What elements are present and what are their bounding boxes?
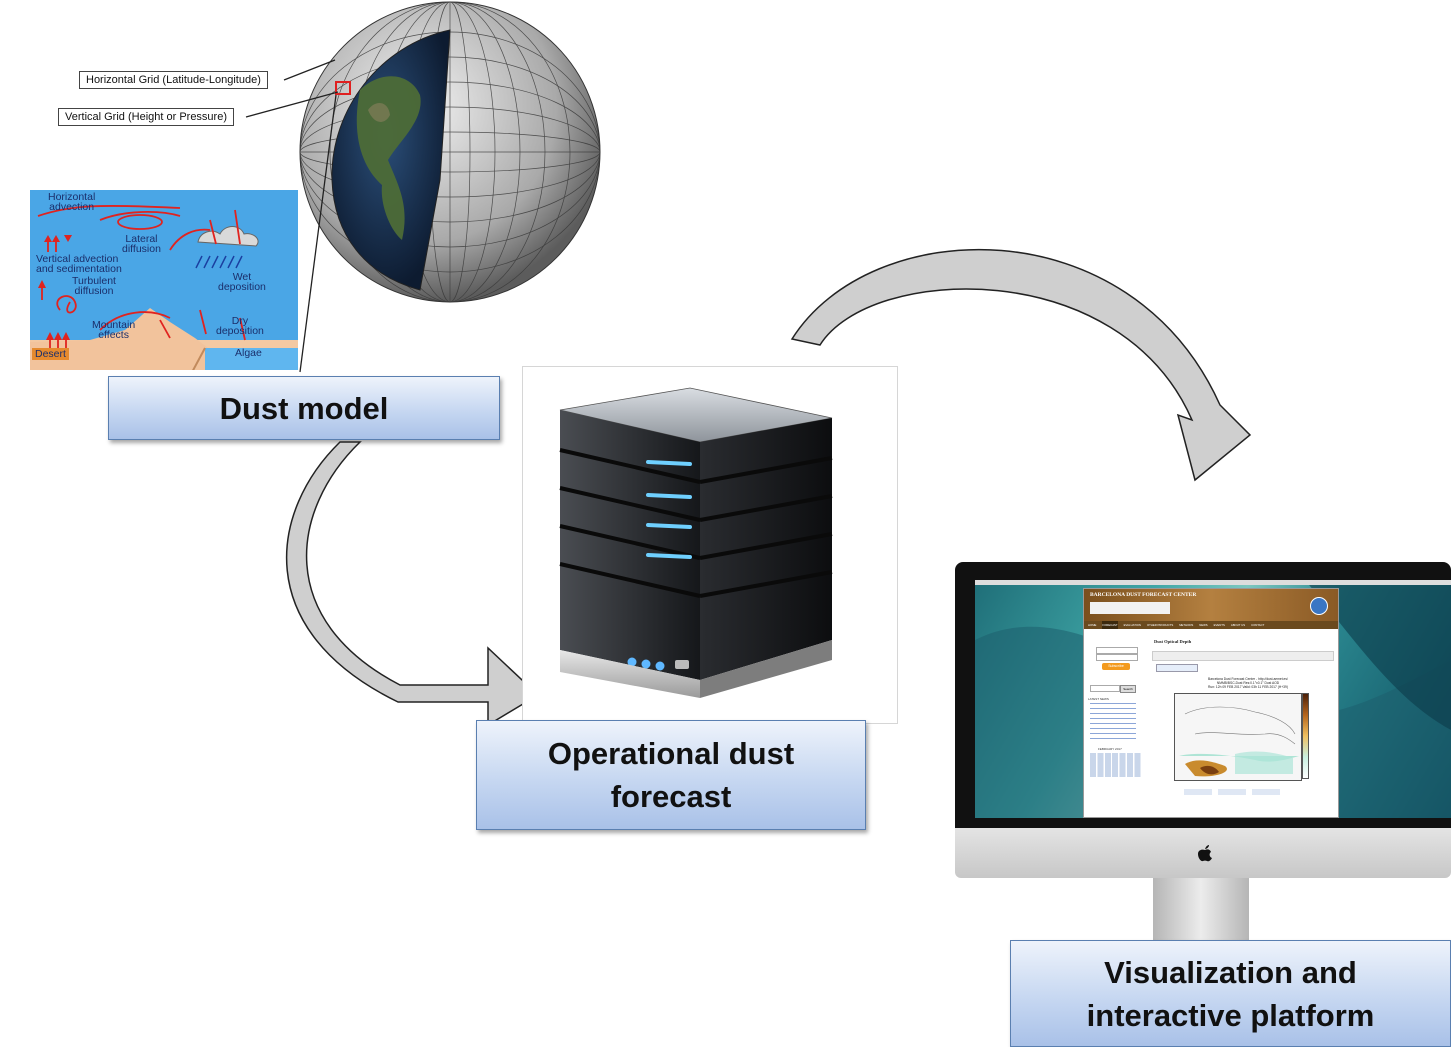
monitor-stand [1153,878,1249,942]
latest-news-heading: LATEST NEWS [1088,697,1109,701]
calendar-grid [1090,753,1142,777]
news-lines [1090,703,1136,743]
dust-model-label: Dust model [108,376,500,440]
browser-window[interactable]: BARCELONA DUST FORECAST CENTER HOME FORE… [1083,588,1339,818]
globe-grid-illustration [299,1,601,303]
wet-deposition-label-2: deposition [218,281,266,293]
nav-forecast[interactable]: FORECAST [1102,621,1118,629]
map-download-buttons[interactable] [1184,789,1280,795]
site-sidebar: Subscribe Search LATEST NEWS FEBRUARY 20… [1088,633,1144,809]
site-banner: BARCELONA DUST FORECAST CENTER [1084,589,1338,621]
calendar-heading: FEBRUARY 2017 [1098,747,1122,751]
terrain-shape [30,204,298,370]
menu-bar [975,580,1451,585]
lateral-diffusion-label-1: Lateral [125,233,158,245]
dust-processes-panel: Horizontal advection Lateral diffusion V… [30,190,298,370]
subscribe-name-field[interactable] [1096,647,1138,654]
apple-logo-icon [1197,844,1213,862]
site-nav: HOME FORECAST EVALUATION OTHER PRODUCTS … [1084,621,1338,629]
dry-deposition-label-2: deposition [216,325,264,337]
site-title: BARCELONA DUST FORECAST CENTER [1090,592,1197,598]
dust-aod-map[interactable] [1174,693,1302,781]
arrow-forecast-to-platform [790,248,1252,482]
page-heading: Dust Optical Depth [1154,639,1192,644]
dry-deposition-label-1: Dry [231,315,249,327]
desert-label: Desert [32,348,69,360]
horizontal-advection-label-1: Horizontal [48,191,96,203]
map-caption: Barcelona Dust Forecast Center - http://… [1188,677,1308,689]
operational-forecast-text-line2: forecast [610,779,732,814]
dust-model-text: Dust model [219,390,389,426]
small-button[interactable] [1156,664,1198,672]
operational-forecast-text-line1: Operational dust [547,736,795,771]
server-icon [559,387,833,698]
visualization-text-line1: Visualization and [1104,954,1357,990]
vertical-advection-label-2: and sedimentation [36,263,122,275]
map-outline [1179,706,1299,777]
mountain-effects-label-1: Mountain [92,319,136,331]
search-button[interactable]: Search [1120,685,1136,693]
nav-evaluation[interactable]: EVALUATION [1123,623,1141,627]
subscribe-email-field[interactable] [1096,654,1138,661]
map-caption-line1: Barcelona Dust Forecast Center - http://… [1208,677,1288,681]
map-caption-line3: Run: 12h 09 FEB 2017 Valid: 03h 11 FEB 2… [1208,685,1288,689]
wet-deposition-label-1: Wet [232,271,252,283]
site-logos [1090,602,1170,614]
algae-label: Algae [235,347,262,359]
grid-label-leader-lines [245,59,339,373]
search-input[interactable] [1090,685,1120,692]
visualization-platform-label: Visualization and interactive platform [1010,940,1451,1047]
wmo-logo-icon [1310,597,1328,615]
nav-home[interactable]: HOME [1088,623,1097,627]
nav-about-us[interactable]: ABOUT US [1230,623,1246,627]
map-caption-line2: NMMB/BSC-Dust Res:0.1°x0.1° Dust AOD [1216,681,1280,685]
dust-model-figure: Horizontal Grid (Latitude-Longitude) Ver… [0,0,610,378]
vertical-grid-label: Vertical Grid (Height or Pressure) [58,108,234,126]
visualization-text-line2: interactive platform [1086,997,1375,1033]
arrow-model-to-forecast [285,441,540,727]
map-colorbar [1302,693,1309,779]
lateral-diffusion-label-2: diffusion [122,243,161,255]
turbulent-diffusion-label-1: Turbulent [72,275,116,287]
mountain-effects-label-2: effects [98,329,129,341]
horizontal-advection-label-2: advection [49,201,95,213]
turbulent-diffusion-label-2: diffusion [74,285,114,297]
operational-forecast-label: Operational dust forecast [476,720,866,830]
nav-other-products[interactable]: OTHER PRODUCTS [1146,623,1174,627]
vertical-advection-label-1: Vertical advection [36,253,119,265]
monitor: BARCELONA DUST FORECAST CENTER HOME FORE… [955,562,1451,942]
nav-contact[interactable]: CONTACT [1251,623,1265,627]
nav-methods[interactable]: METHODS [1179,623,1194,627]
nav-events[interactable]: EVENTS [1213,623,1225,627]
nav-news[interactable]: NEWS [1199,623,1208,627]
horizontal-grid-label: Horizontal Grid (Latitude-Longitude) [79,71,268,89]
date-selector-bar[interactable] [1152,651,1334,661]
subscribe-button[interactable]: Subscribe [1102,663,1130,670]
